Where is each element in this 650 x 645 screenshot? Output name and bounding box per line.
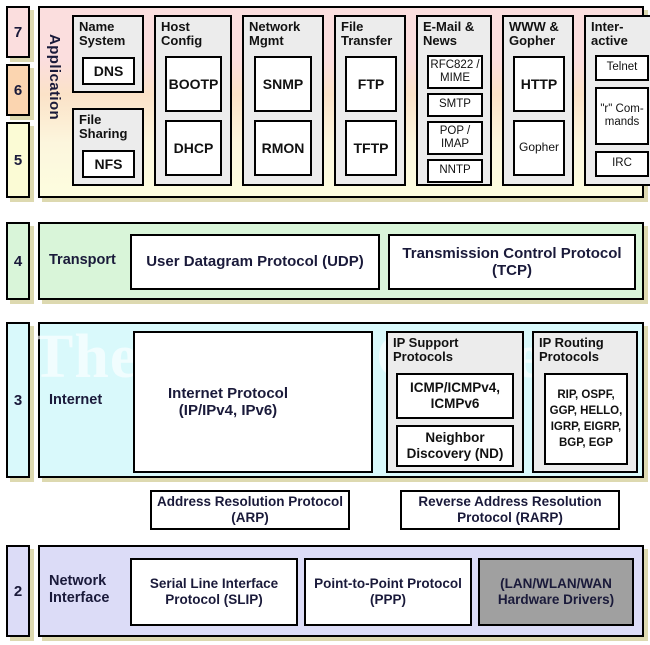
- group-www-gopher: WWW & Gopher HTTP Gopher: [502, 15, 574, 186]
- group-interactive: Inter-active Telnet "r" Com-mands IRC: [584, 15, 650, 186]
- protocol-ppp-label: Point-to-Point Protocol (PPP): [314, 576, 462, 607]
- group-ip-support-protocols-title: IP Support Protocols: [393, 335, 459, 365]
- group-file-transfer-title: File Transfer: [341, 19, 393, 49]
- protocol-rmon-label: RMON: [261, 139, 305, 156]
- osi-layer-number-2: 2: [6, 545, 30, 637]
- osi-layer-number-6-label: 6: [13, 81, 23, 99]
- protocol-udp-label: User Datagram Protocol (UDP): [146, 253, 364, 271]
- protocol-smtp-label: SMTP: [439, 98, 471, 111]
- group-host-config: Host Config BOOTP DHCP: [154, 15, 232, 186]
- osi-layer-number-4-label: 4: [13, 252, 23, 270]
- protocol-r-commands-label: "r" Com-mands: [600, 102, 644, 128]
- protocol-rfc822-mime-label: RFC822 / MIME: [430, 58, 480, 84]
- group-file-sharing-title: File Sharing: [79, 112, 128, 142]
- protocol-neighbor-discovery-label: Neighbor Discovery (ND): [406, 430, 504, 461]
- protocol-dns-label: DNS: [93, 62, 124, 79]
- protocol-gopher: Gopher: [513, 120, 565, 176]
- application-layer-band: Application Name System DNS File Sharing…: [38, 6, 650, 198]
- protocol-slip-label: Serial Line Interface Protocol (SLIP): [149, 576, 279, 607]
- osi-layer-number-5: 5: [6, 122, 30, 198]
- group-email-news: E-Mail & News RFC822 / MIME SMTP POP / I…: [416, 15, 492, 186]
- protocol-icmp: ICMP/ICMPv4, ICMPv6: [396, 373, 514, 419]
- protocol-neighbor-discovery: Neighbor Discovery (ND): [396, 425, 514, 467]
- protocol-tftp: TFTP: [345, 120, 397, 176]
- osi-layer-number-5-label: 5: [13, 151, 23, 169]
- group-interactive-title: Inter-active: [591, 19, 628, 49]
- transport-layer-label: Transport: [49, 252, 116, 268]
- network-interface-layer-band: Network Interface Serial Line Interface …: [38, 545, 644, 637]
- protocol-nntp: NNTP: [427, 159, 483, 183]
- osi-layer-number-4: 4: [6, 222, 30, 300]
- protocol-r-commands: "r" Com-mands: [595, 87, 649, 145]
- protocol-slip: Serial Line Interface Protocol (SLIP): [130, 558, 298, 626]
- protocol-tcp-label: Transmission Control Protocol (TCP): [402, 244, 622, 279]
- osi-layer-number-6: 6: [6, 64, 30, 116]
- protocol-nntp-label: NNTP: [439, 164, 471, 177]
- protocol-ppp: Point-to-Point Protocol (PPP): [304, 558, 472, 626]
- protocol-pop-imap: POP / IMAP: [427, 121, 483, 155]
- group-ip-routing-protocols-title: IP Routing Protocols: [539, 335, 604, 365]
- protocol-routing-list-label: RIP, OSPF, GGP, HELLO, IGRP, EIGRP, BGP,…: [549, 388, 623, 450]
- osi-layer-number-2-label: 2: [13, 582, 23, 600]
- protocol-gopher-label: Gopher: [518, 140, 560, 155]
- protocol-nfs-label: NFS: [94, 155, 123, 172]
- protocol-dhcp: DHCP: [165, 120, 222, 176]
- protocol-tftp-label: TFTP: [353, 139, 389, 156]
- group-ip-routing-protocols: IP Routing Protocols RIP, OSPF, GGP, HEL…: [532, 331, 638, 473]
- group-file-sharing: File Sharing NFS: [72, 108, 144, 186]
- internet-layer-label: Internet: [49, 392, 103, 408]
- application-layer-label: Application: [46, 34, 63, 121]
- protocol-arp: Address Resolution Protocol (ARP): [150, 490, 350, 530]
- protocol-dhcp-label: DHCP: [173, 139, 214, 156]
- protocol-icmp-label: ICMP/ICMPv4, ICMPv6: [409, 380, 501, 411]
- osi-layer-number-7-label: 7: [13, 23, 23, 41]
- protocol-rarp: Reverse Address Resolution Protocol (RAR…: [400, 490, 620, 530]
- protocol-rmon: RMON: [254, 120, 312, 176]
- osi-layer-number-7: 7: [6, 6, 30, 58]
- osi-layer-number-3: 3: [6, 322, 30, 478]
- protocol-snmp: SNMP: [254, 56, 312, 112]
- transport-layer-band: Transport User Datagram Protocol (UDP) T…: [38, 222, 644, 300]
- group-name-system-title: Name System: [79, 19, 126, 49]
- group-www-gopher-title: WWW & Gopher: [509, 19, 559, 49]
- protocol-ftp: FTP: [345, 56, 397, 112]
- group-file-transfer: File Transfer FTP TFTP: [334, 15, 406, 186]
- protocol-nfs: NFS: [82, 150, 135, 178]
- protocol-telnet: Telnet: [595, 55, 649, 81]
- protocol-telnet-label: Telnet: [606, 61, 638, 74]
- group-ip-support-protocols: IP Support Protocols ICMP/ICMPv4, ICMPv6…: [386, 331, 524, 473]
- protocol-pop-imap-label: POP / IMAP: [439, 124, 471, 150]
- protocol-http: HTTP: [513, 56, 565, 112]
- protocol-bootp-label: BOOTP: [168, 75, 219, 92]
- protocol-udp: User Datagram Protocol (UDP): [130, 234, 380, 290]
- protocol-arp-label: Address Resolution Protocol (ARP): [156, 494, 344, 525]
- hardware-drivers-label: (LAN/WLAN/WAN Hardware Drivers): [497, 576, 615, 607]
- protocol-ftp-label: FTP: [357, 75, 385, 92]
- protocol-snmp-label: SNMP: [262, 75, 304, 92]
- protocol-ip-label: Internet Protocol (IP/IPv4, IPv6): [167, 384, 288, 419]
- protocol-rarp-label: Reverse Address Resolution Protocol (RAR…: [418, 494, 602, 525]
- protocol-routing-list: RIP, OSPF, GGP, HELLO, IGRP, EIGRP, BGP,…: [544, 373, 628, 465]
- protocol-tcp: Transmission Control Protocol (TCP): [388, 234, 636, 290]
- protocol-irc-label: IRC: [612, 157, 632, 170]
- group-network-mgmt-title: Network Mgmt: [249, 19, 301, 49]
- group-email-news-title: E-Mail & News: [423, 19, 475, 49]
- protocol-http-label: HTTP: [520, 75, 558, 92]
- hardware-drivers-box: (LAN/WLAN/WAN Hardware Drivers): [478, 558, 634, 626]
- protocol-bootp: BOOTP: [165, 56, 222, 112]
- network-interface-layer-label: Network Interface: [49, 573, 110, 607]
- protocol-dns: DNS: [82, 57, 135, 85]
- group-host-config-title: Host Config: [161, 19, 203, 49]
- osi-layer-number-3-label: 3: [13, 391, 23, 409]
- group-name-system: Name System DNS: [72, 15, 144, 93]
- protocol-irc: IRC: [595, 151, 649, 177]
- internet-layer-band: The TCP/IP Guide Internet Internet Proto…: [32, 322, 644, 478]
- protocol-rfc822-mime: RFC822 / MIME: [427, 55, 483, 89]
- protocol-ip: Internet Protocol (IP/IPv4, IPv6): [133, 331, 373, 473]
- protocol-smtp: SMTP: [427, 93, 483, 117]
- group-network-mgmt: Network Mgmt SNMP RMON: [242, 15, 324, 186]
